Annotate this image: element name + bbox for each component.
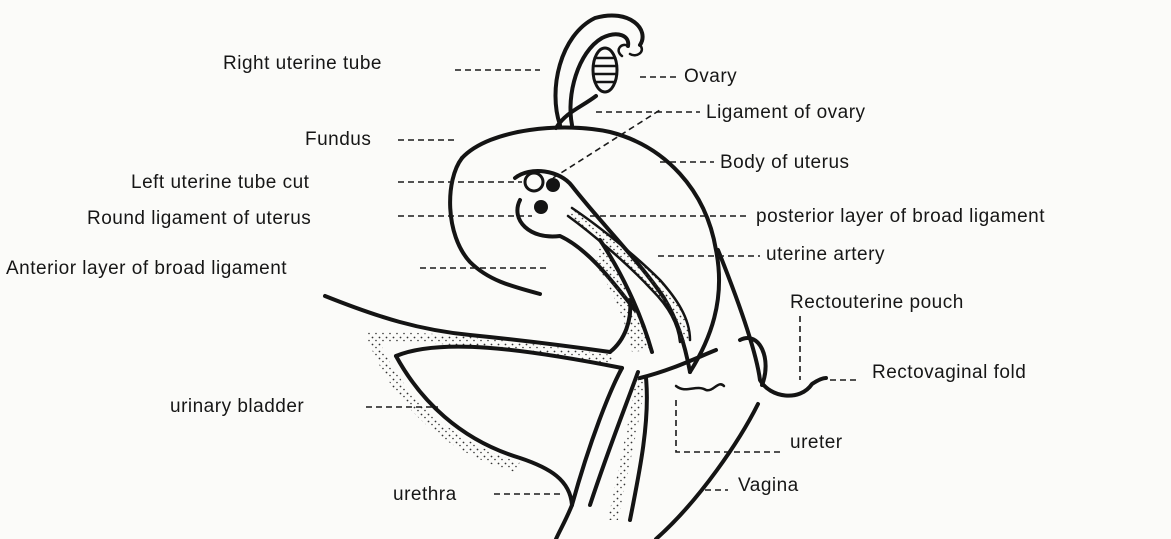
label-anterior-layer: Anterior layer of broad ligament: [6, 258, 287, 279]
label-urethra: urethra: [393, 484, 457, 505]
anatomy-drawing: [325, 15, 826, 539]
label-right-uterine-tube: Right uterine tube: [223, 53, 382, 74]
label-fundus: Fundus: [305, 129, 371, 150]
label-body-of-uterus: Body of uterus: [720, 152, 850, 173]
label-uterine-artery: uterine artery: [766, 244, 885, 265]
rectovaginal-fold-shape: [718, 250, 826, 396]
ligament-of-ovary-shape: [556, 96, 596, 128]
label-left-uterine-tube-cut: Left uterine tube cut: [131, 172, 310, 193]
label-ligament-of-ovary: Ligament of ovary: [706, 102, 866, 123]
label-ovary: Ovary: [684, 66, 737, 87]
right-uterine-tube-shape: [555, 15, 642, 125]
label-rectouterine-pouch: Rectouterine pouch: [790, 292, 964, 313]
label-rectovaginal-fold: Rectovaginal fold: [872, 362, 1026, 383]
label-vagina: Vagina: [738, 475, 799, 496]
label-posterior-layer: posterior layer of broad ligament: [756, 206, 1045, 227]
label-round-ligament: Round ligament of uterus: [87, 208, 311, 229]
label-urinary-bladder: urinary bladder: [170, 396, 304, 417]
label-ureter: ureter: [790, 432, 843, 453]
round-ligament-cut-dot: [534, 200, 548, 214]
ovary-shape: [593, 48, 617, 92]
labels: Right uterine tube Ovary Ligament of ova…: [6, 53, 1045, 505]
ligament-of-ovary-cut-dot: [546, 178, 560, 192]
left-uterine-tube-cut-shape: [525, 173, 543, 191]
